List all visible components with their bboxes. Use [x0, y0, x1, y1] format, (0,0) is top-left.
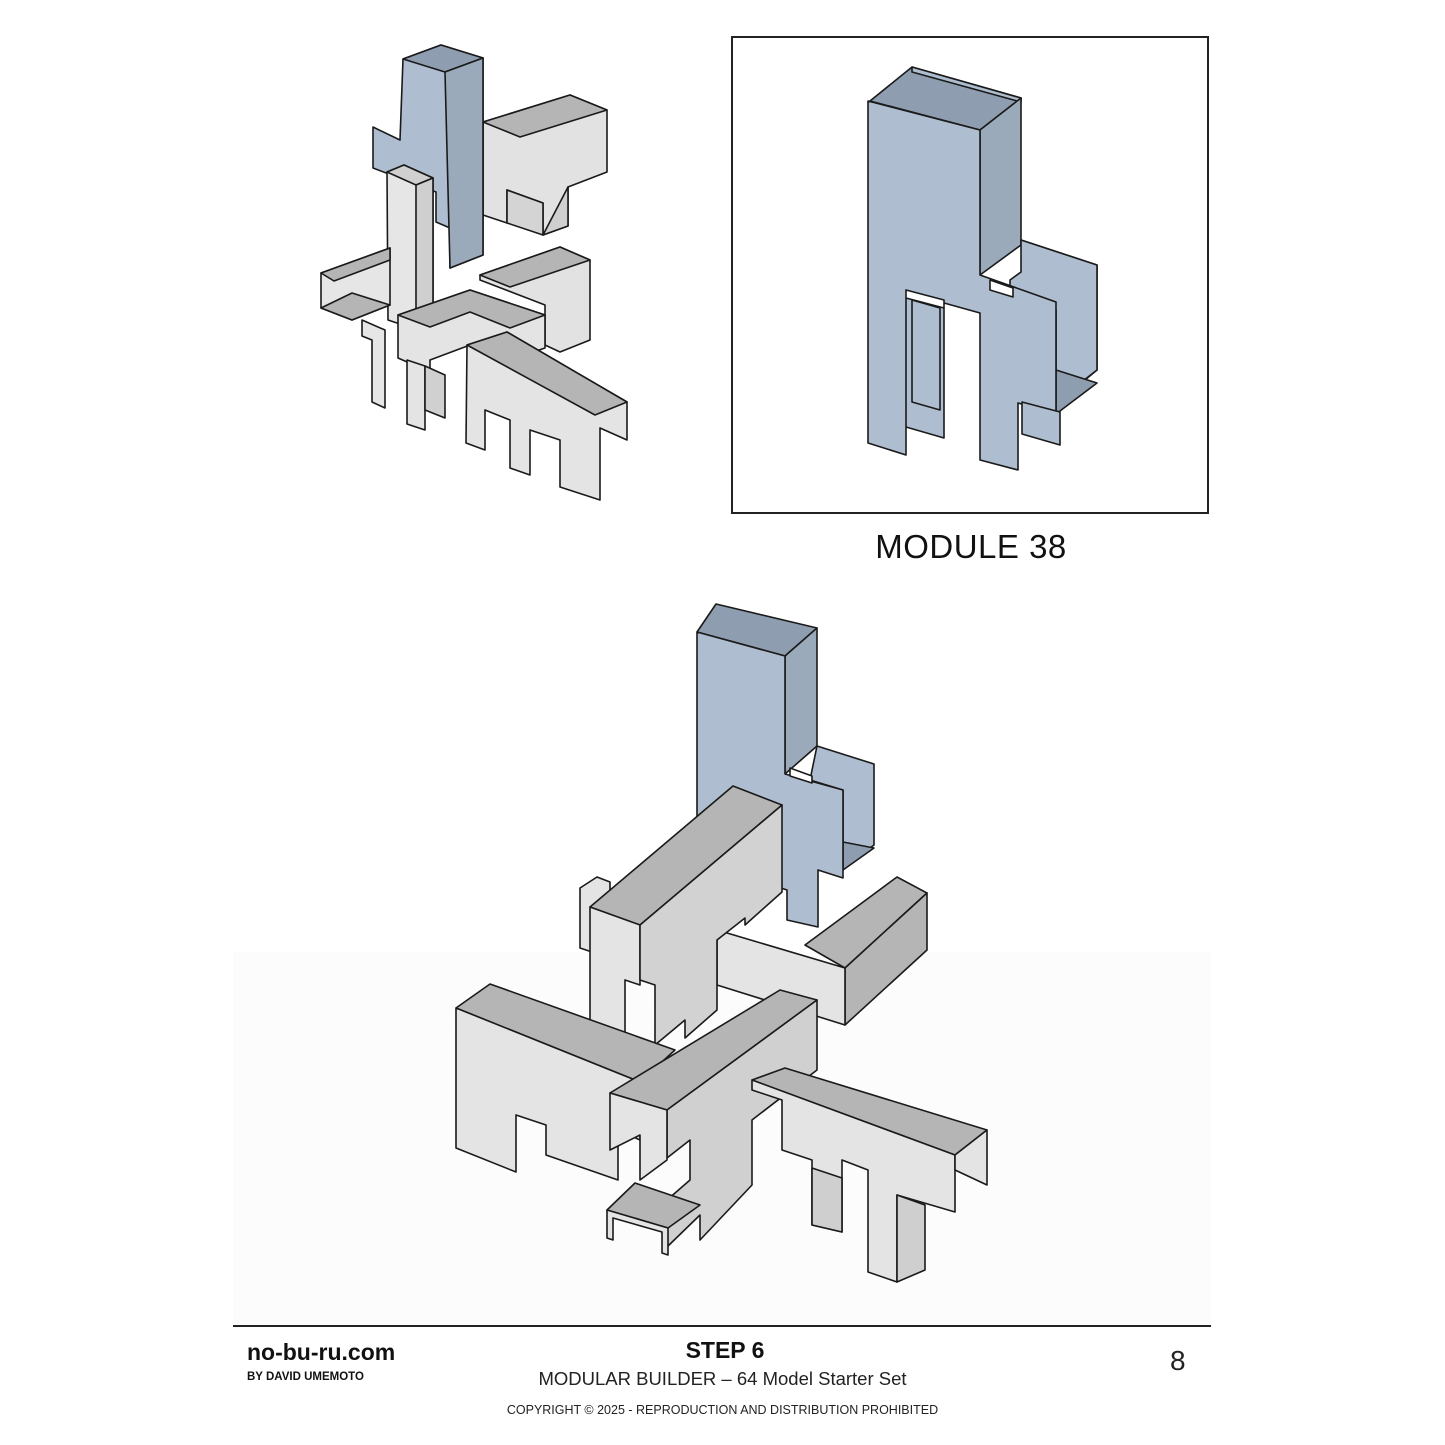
author-byline: BY DAVID UMEMOTO — [247, 1371, 364, 1383]
footer-divider — [233, 1325, 1211, 1327]
module-label: MODULE 38 — [875, 528, 1067, 565]
step-title: STEP 6 — [685, 1337, 765, 1363]
current-assembly — [455, 603, 988, 1283]
module-38 — [867, 66, 1098, 471]
module-detail-frame — [731, 36, 1209, 514]
site-name: no-bu-ru.com — [247, 1339, 396, 1365]
set-subtitle: MODULAR BUILDER – 64 Model Starter Set — [538, 1368, 907, 1389]
copyright-notice: COPYRIGHT © 2025 - REPRODUCTION AND DIST… — [506, 1403, 939, 1417]
page-number: 8 — [1170, 1345, 1186, 1376]
previous-assembly — [320, 44, 628, 501]
